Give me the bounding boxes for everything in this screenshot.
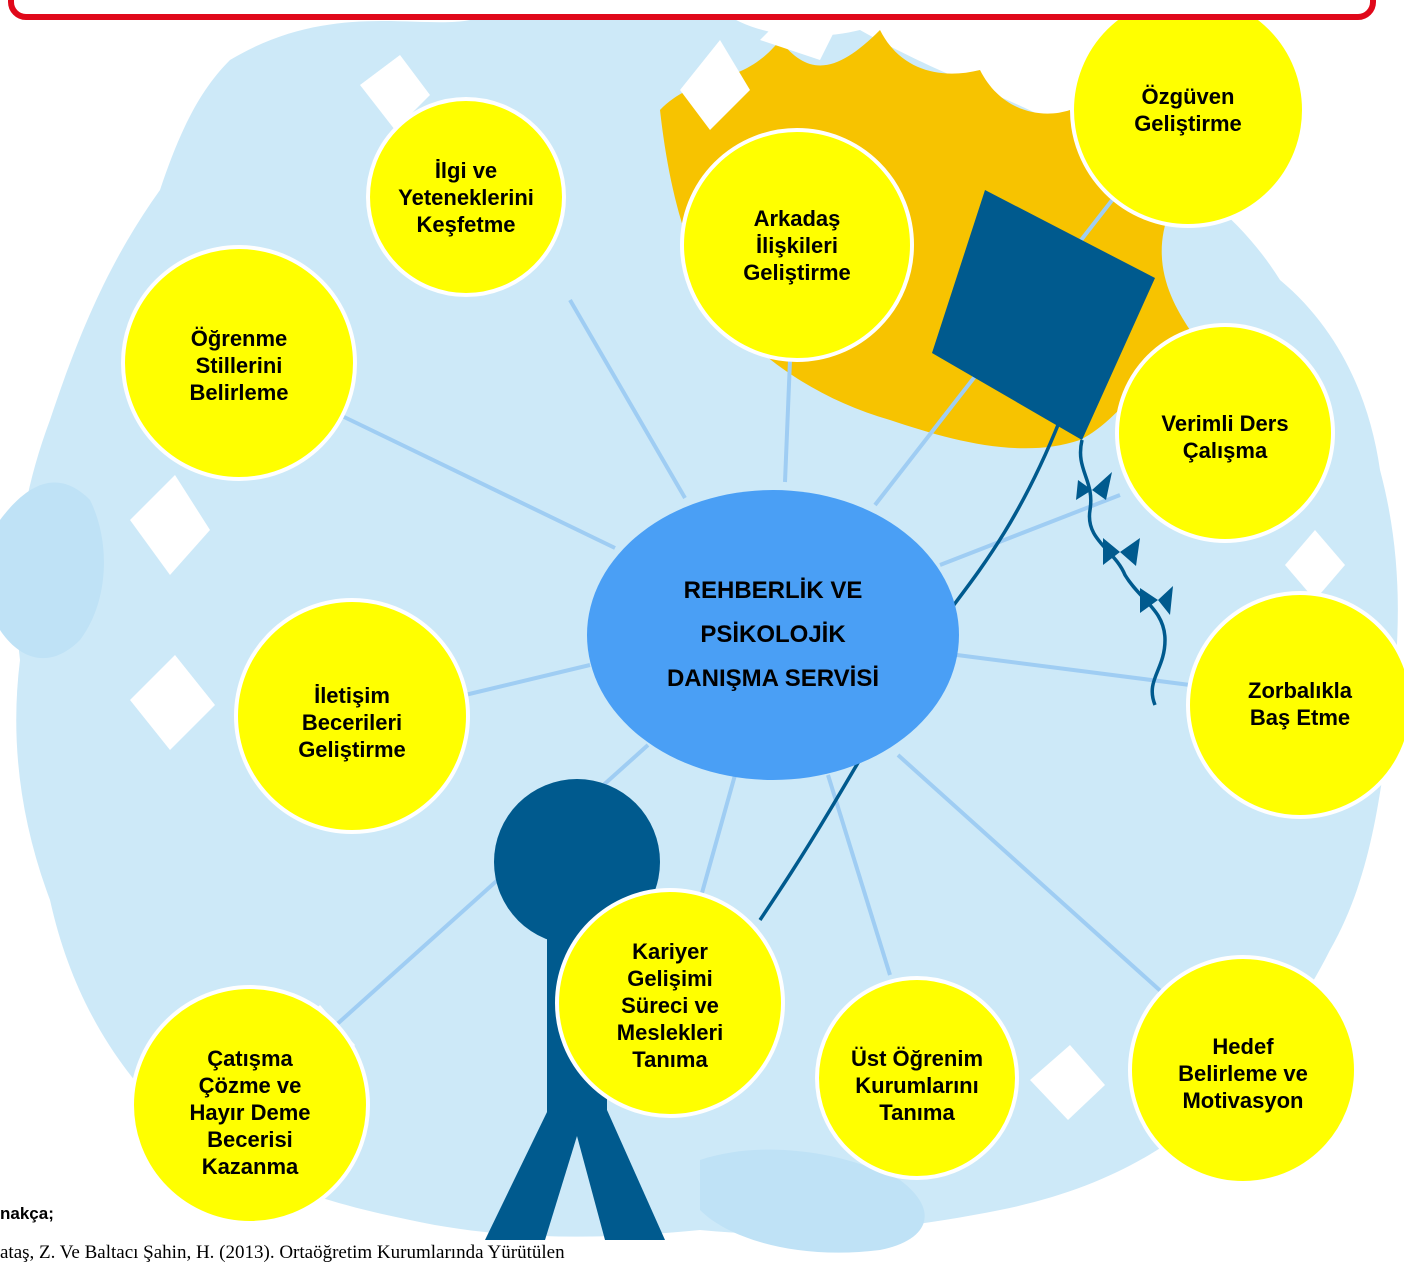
connector-kariyer (698, 774, 737, 901)
node-circle-catisma (130, 985, 370, 1225)
kite-bow-2 (1103, 538, 1140, 566)
node-circle-verimli (1115, 323, 1335, 543)
node-label-ust: Üst Öğrenim Kurumlarını Tanıma (850, 1045, 984, 1125)
connector-lines (323, 188, 1191, 1037)
center-node-text: REHBERLİK VE PSİKOLOJİK DANIŞMA SERVİSİ (666, 577, 880, 692)
kite-bow-3 (1140, 586, 1173, 615)
background-lobe-left (0, 482, 104, 659)
node-label-iletisim: İletişim Becerileri Geliştirme (298, 682, 406, 762)
connector-iletisim (464, 663, 591, 697)
connector-zorbalik (956, 653, 1191, 687)
node-circle-ust (815, 976, 1019, 1180)
node-label-hedef: Hedef Belirleme ve Motivasyon (1178, 1033, 1308, 1113)
center-node-label: REHBERLİK VE PSİKOLOJİK DANIŞMA SERVİSİ (590, 545, 956, 725)
sun-gap-3 (680, 40, 750, 130)
person-leg-right (570, 1110, 665, 1240)
connector-ilgi (568, 298, 687, 500)
node-label-arkadas: Arkadaş İlişkileri Geliştirme (743, 205, 851, 285)
connector-ogrenme (339, 413, 616, 550)
node-circle-arkadas (680, 128, 914, 362)
kite-bow-1 (1076, 472, 1112, 500)
connector-ust (826, 774, 892, 976)
connector-arkadas (783, 359, 792, 483)
node-label-ogrenme: Öğrenme Stillerini Belirleme (189, 325, 289, 405)
background-diamond-left (130, 475, 210, 575)
person-leg-left (485, 1110, 585, 1240)
node-label-catisma: Çatışma Çözme ve Hayır Deme Becerisi Kaz… (189, 1045, 311, 1179)
node-circle-ogrenme (121, 245, 357, 481)
center-node (587, 490, 959, 780)
background-lobe-bottom (700, 1149, 925, 1253)
kite-body (932, 190, 1155, 440)
node-label-verimli: Verimli Ders Çalışma (1161, 411, 1289, 463)
node-label-kariyer: Kariyer Gelişimi Süreci ve Meslekleri Ta… (616, 938, 724, 1072)
background-diamond-bottom-right (1030, 1045, 1105, 1120)
background-diamond-right (1285, 530, 1345, 600)
node-circles (121, 0, 1404, 1225)
top-banner-frame (8, 0, 1376, 20)
node-circle-hedef (1128, 955, 1358, 1185)
connector-hedef (896, 753, 1167, 997)
background-diamond-top (360, 55, 430, 130)
node-circle-kariyer (555, 888, 785, 1118)
node-label-ilgi: İlgi ve Yeteneklerini Keşfetme (398, 157, 534, 237)
node-circle-zorbalik (1186, 591, 1404, 819)
node-circle-iletisim (234, 598, 470, 834)
background-diamond-left-2 (130, 655, 215, 750)
node-label-zorbalik: Zorbalıkla Baş Etme (1248, 678, 1352, 730)
kite-tail (1078, 439, 1167, 706)
references-line-1: ataş, Z. Ve Baltacı Şahin, H. (2013). Or… (0, 1242, 565, 1263)
node-circle-ilgi (366, 97, 566, 297)
node-circle-ozguven (1070, 0, 1306, 228)
references-heading: nakça; (0, 1204, 54, 1223)
node-label-ozguven: Özgüven Geliştirme (1134, 84, 1242, 136)
